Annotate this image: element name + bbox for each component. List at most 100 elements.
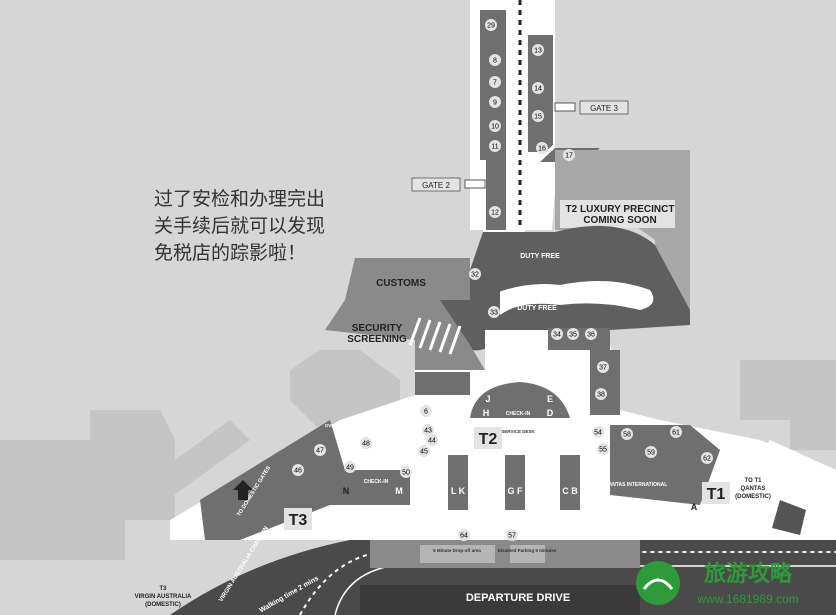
duty-free-label-2: DUTY FREE bbox=[517, 305, 557, 312]
svg-text:61: 61 bbox=[672, 430, 680, 437]
svg-text:10: 10 bbox=[491, 124, 499, 131]
svg-text:54: 54 bbox=[594, 430, 602, 437]
svg-text:62: 62 bbox=[703, 456, 711, 463]
svg-text:48: 48 bbox=[362, 441, 370, 448]
svg-text:15: 15 bbox=[534, 114, 542, 121]
badge-55: 55 bbox=[597, 443, 609, 455]
svg-text:GATE 3: GATE 3 bbox=[590, 104, 618, 113]
badge-50: 50 bbox=[400, 466, 412, 478]
checkin-j: J bbox=[485, 394, 490, 404]
svg-text:6: 6 bbox=[424, 409, 428, 416]
checkin-h: H bbox=[483, 408, 490, 418]
svg-text:57: 57 bbox=[508, 533, 516, 540]
svg-text:43: 43 bbox=[424, 428, 432, 435]
svg-text:11: 11 bbox=[491, 144, 498, 151]
svg-text:55: 55 bbox=[599, 447, 607, 454]
t3-note-2: VIRGIN AUSTRALIA bbox=[135, 594, 192, 600]
checkin-island-lk: L K bbox=[451, 486, 466, 496]
t3-badge: T3 bbox=[284, 508, 312, 530]
gate-3-tag: GATE 3 bbox=[579, 100, 629, 115]
badge-33: 33 bbox=[488, 306, 500, 318]
badge-45: 45 bbox=[418, 445, 430, 457]
badge-62: 62 bbox=[701, 452, 713, 464]
duty-free-label-1: DUTY FREE bbox=[520, 253, 560, 260]
svg-text:16: 16 bbox=[538, 146, 546, 153]
badge-14: 14 bbox=[532, 82, 544, 94]
badge-59: 59 bbox=[645, 446, 657, 458]
svg-text:50: 50 bbox=[402, 470, 410, 477]
caption-line-1: 过了安检和办理完出 bbox=[154, 188, 326, 210]
svg-text:33: 33 bbox=[490, 310, 498, 317]
badge-29: 29 bbox=[485, 19, 497, 31]
badge-49: 49 bbox=[344, 461, 356, 473]
svg-text:12: 12 bbox=[491, 210, 499, 217]
t3-note-1: T3 bbox=[159, 586, 167, 592]
watermark-brand: 旅游攻略 bbox=[704, 561, 793, 587]
main-hall bbox=[170, 328, 836, 540]
t3-note-3: (DOMESTIC) bbox=[145, 602, 181, 608]
svg-text:T2: T2 bbox=[479, 431, 498, 448]
disabled-parking-label: Disabled Parking 5 minutes bbox=[498, 548, 557, 553]
departure-drive-label: DEPARTURE DRIVE bbox=[466, 592, 570, 604]
svg-text:8: 8 bbox=[493, 58, 497, 65]
domestic-gates-arrow-icon bbox=[233, 480, 253, 500]
badge-13: 13 bbox=[532, 44, 544, 56]
badge-8: 8 bbox=[489, 54, 501, 66]
badge-16: 16 bbox=[536, 142, 548, 154]
svg-text:49: 49 bbox=[346, 465, 354, 472]
drop-off-label: 5 Minute Drop-off area bbox=[433, 548, 481, 553]
t1-note-2: QANTAS bbox=[741, 486, 766, 492]
badge-46: 46 bbox=[292, 464, 304, 476]
badge-34: 34 bbox=[551, 328, 563, 340]
t1-badge: T1 bbox=[702, 482, 730, 504]
svg-text:14: 14 bbox=[534, 86, 542, 93]
customs-security bbox=[325, 258, 485, 372]
badge-57: 57 bbox=[506, 529, 518, 541]
badge-35: 35 bbox=[567, 328, 579, 340]
badge-17: 17 bbox=[563, 149, 575, 161]
svg-text:38: 38 bbox=[597, 392, 605, 399]
svg-text:36: 36 bbox=[587, 332, 595, 339]
badge-48: 48 bbox=[360, 437, 372, 449]
svg-text:29: 29 bbox=[487, 23, 495, 30]
watermark-logo-icon bbox=[636, 561, 680, 605]
badge-32: 32 bbox=[469, 268, 481, 280]
svg-text:35: 35 bbox=[569, 332, 577, 339]
checkin-top-label: CHECK-IN bbox=[506, 411, 531, 417]
svg-text:58: 58 bbox=[623, 432, 631, 439]
svg-text:32: 32 bbox=[471, 272, 479, 279]
svg-text:44: 44 bbox=[428, 438, 436, 445]
svg-text:59: 59 bbox=[647, 450, 655, 457]
badge-38: 38 bbox=[595, 388, 607, 400]
badge-15: 15 bbox=[532, 110, 544, 122]
security-label-2: SCREENING bbox=[347, 334, 407, 345]
checkin-island-cb: C B bbox=[562, 486, 578, 496]
svg-text:T1: T1 bbox=[707, 486, 726, 503]
terminal-badges: T2 T3 T1 TO T1 QANTAS (DOMESTIC) T3 VIRG… bbox=[135, 427, 771, 608]
badge-7: 7 bbox=[489, 76, 501, 88]
svg-text:46: 46 bbox=[294, 468, 302, 475]
qantas-international-label: QANTAS INTERNATIONAL bbox=[605, 482, 668, 488]
badge-12: 12 bbox=[489, 206, 501, 218]
svg-text:7: 7 bbox=[493, 80, 497, 87]
badge-10: 10 bbox=[489, 120, 501, 132]
svg-text:GATE 2: GATE 2 bbox=[422, 181, 450, 190]
checkin-e: E bbox=[547, 394, 553, 404]
badge-61: 61 bbox=[670, 426, 682, 438]
badge-64: 64 bbox=[458, 529, 470, 541]
watermark: 旅游攻略 www.1681989.com bbox=[636, 561, 799, 606]
svg-text:T3: T3 bbox=[289, 512, 308, 529]
watermark-url: www.1681989.com bbox=[696, 592, 798, 606]
svg-text:34: 34 bbox=[553, 332, 561, 339]
badge-47: 47 bbox=[314, 444, 326, 456]
caption-text: 过了安检和办理完出 关手续后就可以发现 免税店的踪影啦！ bbox=[154, 186, 384, 267]
luxury-precinct bbox=[555, 150, 690, 310]
badge-9: 9 bbox=[489, 96, 501, 108]
checkin-m: M bbox=[395, 486, 403, 496]
oversized-baggage-label: OVERSIZED BAGGAGE bbox=[325, 423, 376, 428]
caption-line-2: 关手续后就可以发现 bbox=[154, 215, 326, 237]
number-badges: 29 8 7 9 10 11 12 13 14 15 16 17 32 33 3… bbox=[292, 19, 713, 541]
drop-off-strip bbox=[370, 540, 640, 568]
checkin-a: A bbox=[691, 502, 698, 512]
